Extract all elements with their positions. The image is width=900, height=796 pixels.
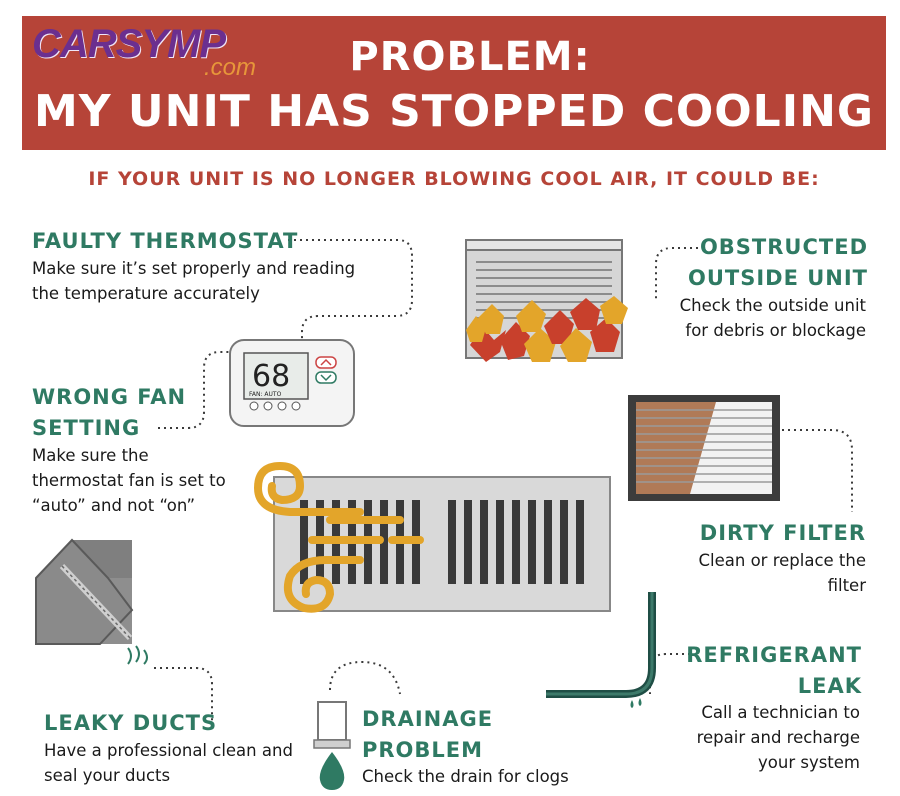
obstructed-outside-unit-text: Check the outside unit for debris or blo… (679, 296, 866, 340)
page-title-line1: PROBLEM: (349, 34, 591, 80)
connector-thermostat (288, 239, 413, 342)
page-subheading: IF YOUR UNIT IS NO LONGER BLOWING COOL A… (88, 168, 820, 190)
drainage-problem-text: Check the drain for clogs (362, 767, 569, 786)
faulty-thermostat-text: Make sure it’s set properly and reading … (32, 259, 356, 303)
refrigerant-leak-title: REFRIGERANT LEAK (686, 643, 862, 698)
thermostat-temperature: 68 (252, 359, 290, 394)
drainage-problem-title: DRAINAGE PROBLEM (362, 707, 494, 762)
thermostat-icon: 68 FAN: AUTO (229, 339, 355, 427)
refrigerant-pipe-icon (546, 592, 656, 708)
connector-drain (329, 660, 401, 695)
refrigerant-leak-text: Call a technician to repair and recharge… (696, 703, 860, 772)
connector-fan (158, 351, 232, 429)
logo-brand: CARSYMP (32, 22, 226, 66)
floor-vent-icon (253, 461, 611, 613)
dirty-filter-text: Clean or replace the filter (698, 551, 866, 595)
air-leak-wisps (127, 645, 148, 665)
condenser-unit-icon (465, 239, 628, 362)
leaves (466, 296, 628, 362)
airflow-swirls (253, 461, 424, 613)
air-filter-icon (628, 395, 780, 501)
thermostat-fan-label: FAN: AUTO (249, 391, 282, 398)
wrong-fan-setting-text: Make sure the thermostat fan is set to “… (32, 446, 226, 515)
page-title-line2: MY UNIT HAS STOPPED COOLING (33, 86, 875, 137)
duct-icon (35, 538, 148, 665)
leaky-ducts-title: LEAKY DUCTS (44, 711, 218, 735)
leaky-ducts-text: Have a professional clean and seal your … (44, 741, 293, 785)
connector-ducts (154, 667, 213, 722)
dirty-filter-title: DIRTY FILTER (699, 521, 866, 545)
faulty-thermostat-title: FAULTY THERMOSTAT (32, 229, 299, 253)
header-banner (22, 16, 886, 150)
connector-filter (782, 429, 853, 512)
logo-suffix: .com (204, 54, 257, 81)
carsymp-logo[interactable]: CARSYMP .com (32, 24, 256, 80)
drain-drip-icon (313, 701, 351, 790)
wrong-fan-setting-title: WRONG FAN SETTING (32, 385, 187, 440)
obstructed-outside-unit-title: OBSTRUCTED OUTSIDE UNIT (687, 235, 868, 290)
